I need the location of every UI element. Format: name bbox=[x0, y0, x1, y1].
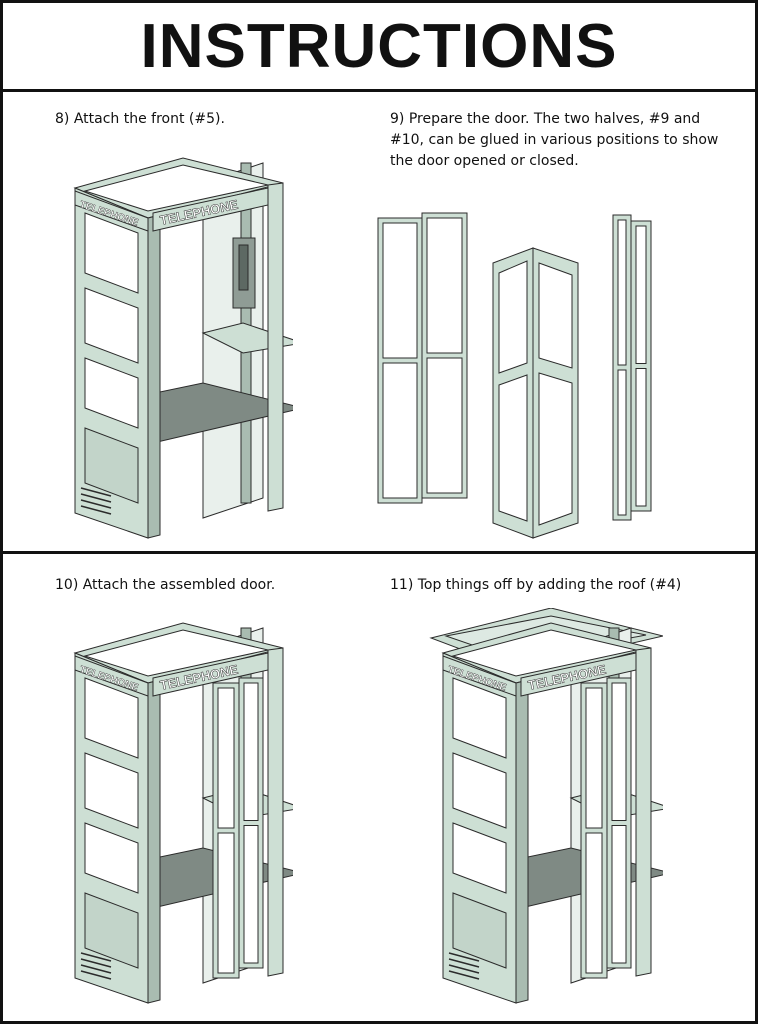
front-post bbox=[515, 679, 529, 1004]
door-window bbox=[498, 260, 528, 374]
door-window bbox=[426, 357, 463, 494]
door-window bbox=[382, 362, 418, 499]
door-window bbox=[243, 825, 259, 964]
step-10-text: 10) Attach the assembled door. bbox=[55, 577, 276, 593]
front-post bbox=[147, 679, 161, 1004]
vent-slot bbox=[448, 970, 480, 980]
vent-slot bbox=[80, 964, 112, 974]
step-11-text: 11) Top things off by adding the roof (#… bbox=[390, 577, 682, 593]
left-window bbox=[84, 212, 139, 294]
right-post bbox=[267, 647, 284, 977]
door-window bbox=[585, 687, 603, 829]
vent-slot bbox=[80, 952, 112, 962]
vent-slot bbox=[80, 493, 112, 503]
left-window bbox=[452, 752, 507, 829]
left-window bbox=[84, 677, 139, 759]
vent-slot bbox=[80, 505, 112, 515]
left-window bbox=[452, 822, 507, 894]
bottom-panel bbox=[84, 427, 139, 504]
door-window bbox=[538, 262, 573, 369]
bottom-panel bbox=[84, 892, 139, 969]
door-window bbox=[426, 217, 463, 354]
door-window bbox=[617, 219, 627, 366]
door-window bbox=[635, 225, 647, 364]
vent-slot bbox=[448, 964, 480, 974]
vent-slot bbox=[80, 958, 112, 968]
right-sign bbox=[152, 652, 269, 697]
vent-slot bbox=[80, 970, 112, 980]
door-window bbox=[538, 372, 573, 526]
left-window bbox=[452, 677, 507, 759]
step-9-text: 9) Prepare the door. The two halves, #9 … bbox=[390, 111, 719, 169]
door-window bbox=[635, 368, 647, 507]
page-title: INSTRUCTIONS bbox=[3, 3, 755, 92]
bottom-panel bbox=[452, 892, 507, 969]
door-window bbox=[611, 825, 627, 964]
vent-slot bbox=[448, 952, 480, 962]
vent-slot bbox=[448, 958, 480, 968]
left-window bbox=[84, 752, 139, 829]
step-8-text: 8) Attach the front (#5). bbox=[55, 111, 225, 127]
right-sign bbox=[520, 652, 637, 697]
door-window bbox=[243, 682, 259, 821]
section-divider bbox=[3, 551, 755, 554]
vent-slot bbox=[80, 499, 112, 509]
step-9-door-illustration bbox=[377, 212, 652, 539]
front-post bbox=[147, 214, 161, 539]
door-window bbox=[611, 682, 627, 821]
left-window bbox=[84, 822, 139, 894]
door-window bbox=[498, 374, 528, 522]
door-window bbox=[585, 832, 603, 974]
vent-slot bbox=[80, 487, 112, 497]
door-window bbox=[382, 222, 418, 359]
right-sign bbox=[152, 187, 269, 232]
left-window bbox=[84, 287, 139, 364]
right-post bbox=[635, 647, 652, 977]
door-window bbox=[617, 369, 627, 516]
door-window bbox=[217, 832, 235, 974]
left-window bbox=[84, 357, 139, 429]
door-window bbox=[217, 687, 235, 829]
telephone-handset bbox=[238, 244, 249, 291]
right-post bbox=[267, 182, 284, 512]
